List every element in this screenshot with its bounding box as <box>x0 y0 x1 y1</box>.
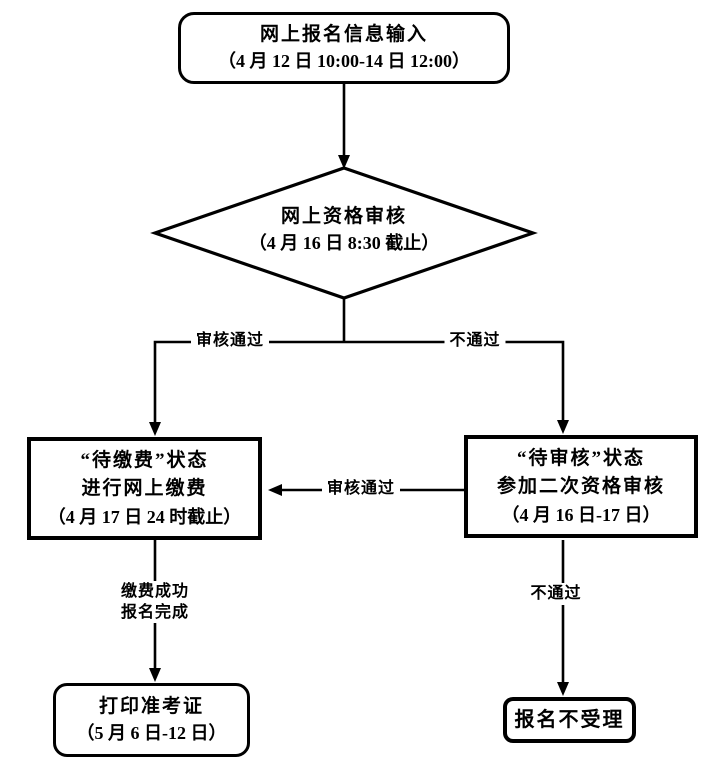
node-start: 网上报名信息输入 （4 月 12 日 10:00-14 日 12:00） <box>178 12 510 84</box>
node-print-date: （5 月 6 日-12 日） <box>76 723 227 743</box>
edge-label-second-pass: 审核通过 <box>321 478 401 500</box>
arrowhead-to-pay <box>149 422 161 436</box>
edge-label-fail-final: 不通过 <box>525 583 587 605</box>
line-branch <box>153 340 565 423</box>
arrowhead-second-to-pay <box>268 484 282 496</box>
arrowhead-to-review <box>338 155 350 169</box>
edge-label-pay-done: 缴费成功 报名完成 <box>115 581 195 623</box>
node-start-title: 网上报名信息输入 <box>259 24 428 45</box>
edge-label-fail-right: 不通过 <box>444 330 506 352</box>
node-print-ticket: 打印准考证 （5 月 6 日-12 日） <box>53 683 250 757</box>
node-second-status: “待审核”状态 <box>516 447 645 469</box>
node-print-title: 打印准考证 <box>98 696 204 717</box>
arrowhead-to-print <box>149 668 161 682</box>
node-start-date: （4 月 12 日 10:00-14 日 12:00） <box>218 51 470 71</box>
node-pay: “待缴费”状态 进行网上缴费 （4 月 17 日 24 时截止） <box>27 437 262 540</box>
node-pay-action: 进行网上缴费 <box>81 477 208 499</box>
edge-label-pay-done-line2: 报名完成 <box>120 604 190 621</box>
node-rejected-title: 报名不受理 <box>514 709 625 731</box>
edge-label-pay-done-line1: 缴费成功 <box>120 583 190 600</box>
node-pay-date: （4 月 17 日 24 时截止） <box>47 506 242 527</box>
node-second-review: “待审核”状态 参加二次资格审核 （4 月 16 日-17 日） <box>464 435 698 538</box>
node-review-title: 网上资格审核 <box>280 206 407 227</box>
node-second-action: 参加二次资格审核 <box>496 475 665 497</box>
node-second-date: （4 月 16 日-17 日） <box>501 504 661 525</box>
arrowhead-to-second <box>557 420 569 434</box>
node-review: 网上资格审核 （4 月 16 日 8:30 截止） <box>184 204 504 257</box>
node-review-date: （4 月 16 日 8:30 截止） <box>248 233 440 253</box>
node-rejected: 报名不受理 <box>503 697 636 743</box>
arrowhead-to-rejected <box>557 682 569 696</box>
node-pay-status: “待缴费”状态 <box>80 449 209 471</box>
edge-label-pass-left: 审核通过 <box>190 330 270 352</box>
